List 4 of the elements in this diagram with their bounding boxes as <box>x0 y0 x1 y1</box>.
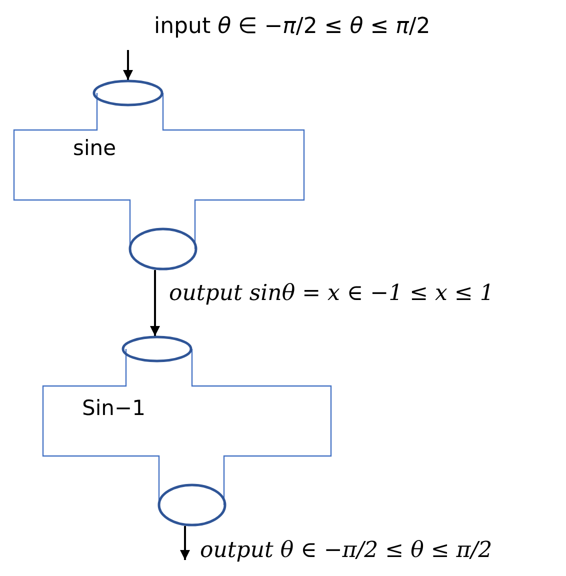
function-label: sine <box>73 136 116 160</box>
output-label: output θ ∈ −π/2 ≤ θ ≤ π/2 <box>200 538 492 563</box>
input-label: input θ ∈ −π/2 ≤ θ ≤ π/2 <box>154 14 430 39</box>
function-label: Sin−1 <box>82 396 146 420</box>
